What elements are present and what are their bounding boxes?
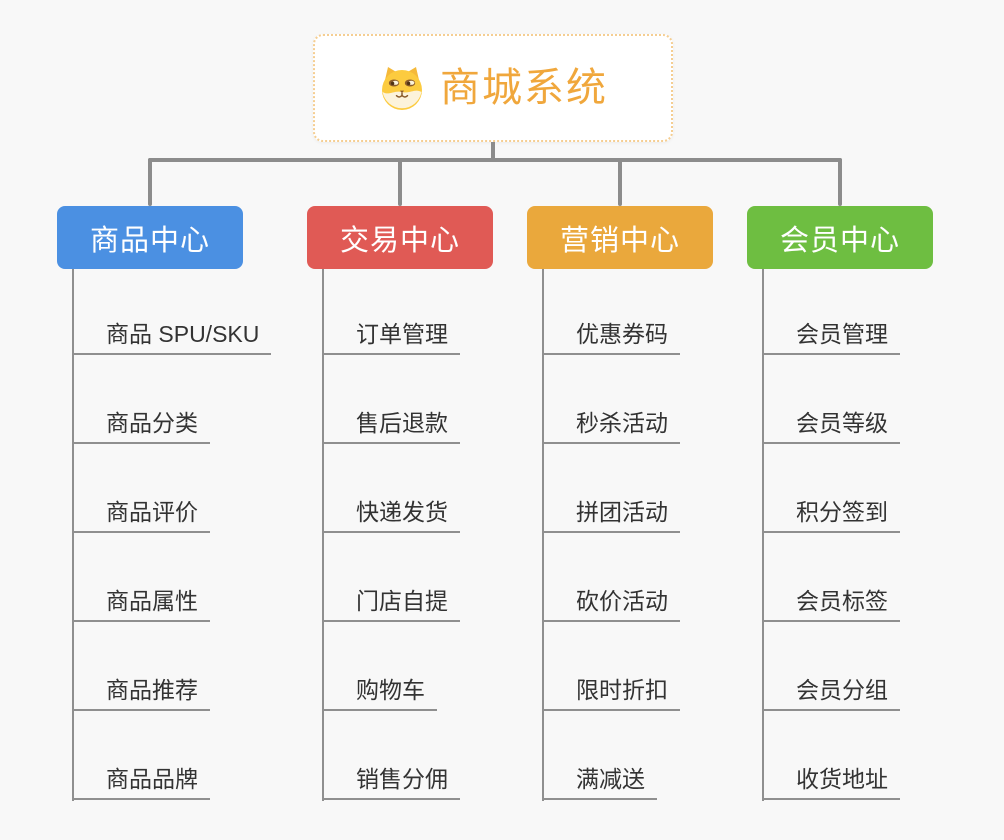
root-label: 商城系统 xyxy=(440,66,608,110)
branch-children-column-trade: 订单管理 售后退款 快递发货 门店自提 购物车 销售分佣 xyxy=(322,269,564,801)
leaf-node[interactable]: 商品分类 xyxy=(74,412,210,444)
branch-label: 交易中心 xyxy=(339,224,460,257)
branch-children-column-marketing: 优惠券码 秒杀活动 拼团活动 砍价活动 限时折扣 满减送 xyxy=(542,269,784,801)
branch-children-column-product: 商品 SPU/SKU 商品分类 商品评价 商品属性 商品推荐 商品品牌 xyxy=(72,269,314,801)
branch-label: 营销中心 xyxy=(559,224,680,257)
leaf-node[interactable]: 秒杀活动 xyxy=(544,412,680,444)
leaf-node[interactable]: 销售分佣 xyxy=(324,768,460,800)
leaf-node[interactable]: 商品属性 xyxy=(74,590,210,622)
dog-icon xyxy=(382,67,422,110)
branch-node-marketing-center[interactable]: 营销中心 xyxy=(527,206,713,269)
branch-children-column-member: 会员管理 会员等级 积分签到 会员标签 会员分组 收货地址 xyxy=(762,269,1004,801)
leaf-node[interactable]: 商品推荐 xyxy=(74,679,210,711)
connector-drop-product xyxy=(148,158,152,206)
connector-drop-trade xyxy=(398,158,402,206)
connector-drop-member xyxy=(838,158,842,206)
leaf-node[interactable]: 门店自提 xyxy=(324,590,460,622)
leaf-node[interactable]: 积分签到 xyxy=(764,501,900,533)
leaf-node[interactable]: 商品评价 xyxy=(74,501,210,533)
connector-horizontal xyxy=(148,158,842,162)
leaf-node[interactable]: 优惠券码 xyxy=(544,323,680,355)
leaf-node[interactable]: 会员管理 xyxy=(764,323,900,355)
branch-label: 会员中心 xyxy=(779,224,900,257)
leaf-node[interactable]: 拼团活动 xyxy=(544,501,680,533)
leaf-node[interactable]: 订单管理 xyxy=(324,323,460,355)
root-node[interactable]: 商城系统 xyxy=(313,34,673,142)
leaf-node[interactable]: 会员等级 xyxy=(764,412,900,444)
leaf-node[interactable]: 售后退款 xyxy=(324,412,460,444)
connector-drop-marketing xyxy=(618,158,622,206)
leaf-node[interactable]: 砍价活动 xyxy=(544,590,680,622)
leaf-node[interactable]: 限时折扣 xyxy=(544,679,680,711)
leaf-node[interactable]: 收货地址 xyxy=(764,768,900,800)
leaf-node[interactable]: 满减送 xyxy=(544,768,657,800)
connector-root-stub xyxy=(491,142,495,160)
branch-label: 商品中心 xyxy=(89,224,210,257)
leaf-node[interactable]: 商品 SPU/SKU xyxy=(74,323,272,355)
branch-node-member-center[interactable]: 会员中心 xyxy=(747,206,933,269)
branch-node-trade-center[interactable]: 交易中心 xyxy=(307,206,493,269)
leaf-node[interactable]: 购物车 xyxy=(324,679,437,711)
leaf-node[interactable]: 会员标签 xyxy=(764,590,900,622)
leaf-node[interactable]: 商品品牌 xyxy=(74,768,210,800)
leaf-node[interactable]: 快递发货 xyxy=(324,501,460,533)
branch-node-product-center[interactable]: 商品中心 xyxy=(57,206,243,269)
leaf-node[interactable]: 会员分组 xyxy=(764,679,900,711)
